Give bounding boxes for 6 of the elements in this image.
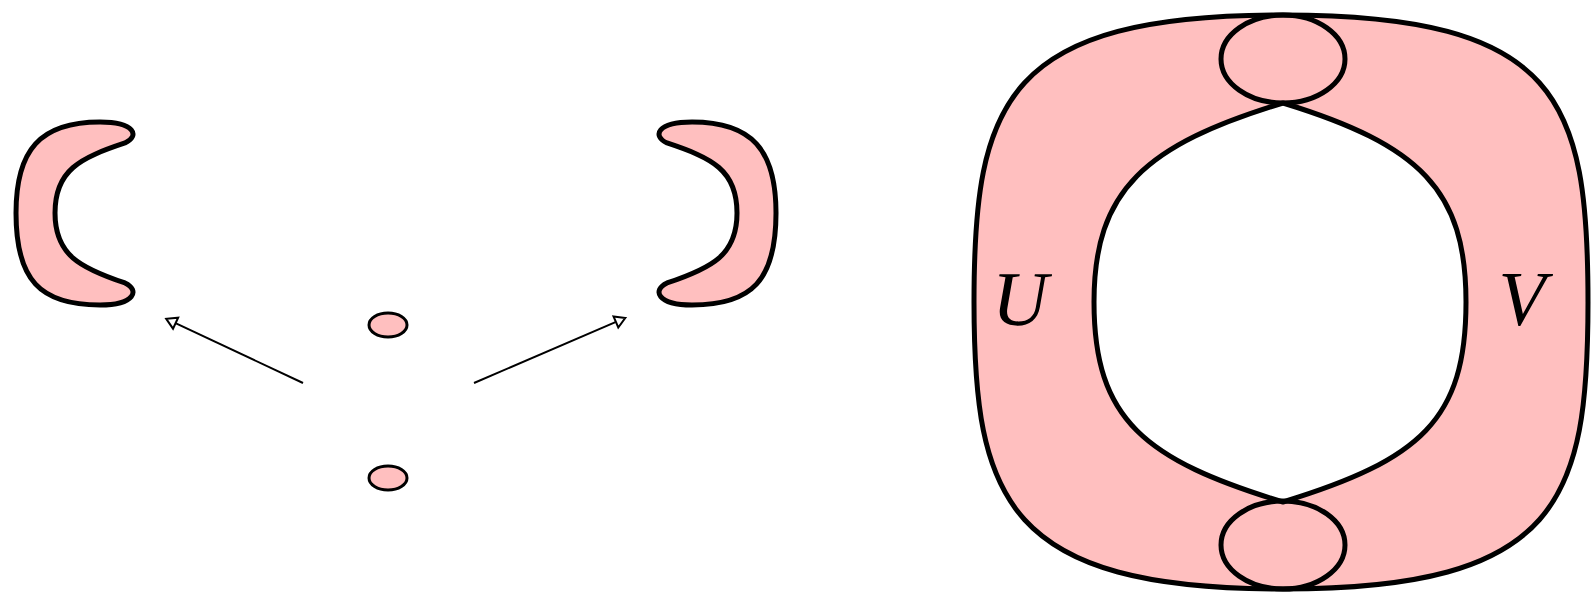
dot xyxy=(367,464,409,492)
region-label: V xyxy=(1502,274,1554,326)
dot xyxy=(367,311,409,339)
crescent-shape xyxy=(656,119,779,308)
crescent-shape xyxy=(13,119,136,308)
region-label: U xyxy=(999,274,1053,326)
